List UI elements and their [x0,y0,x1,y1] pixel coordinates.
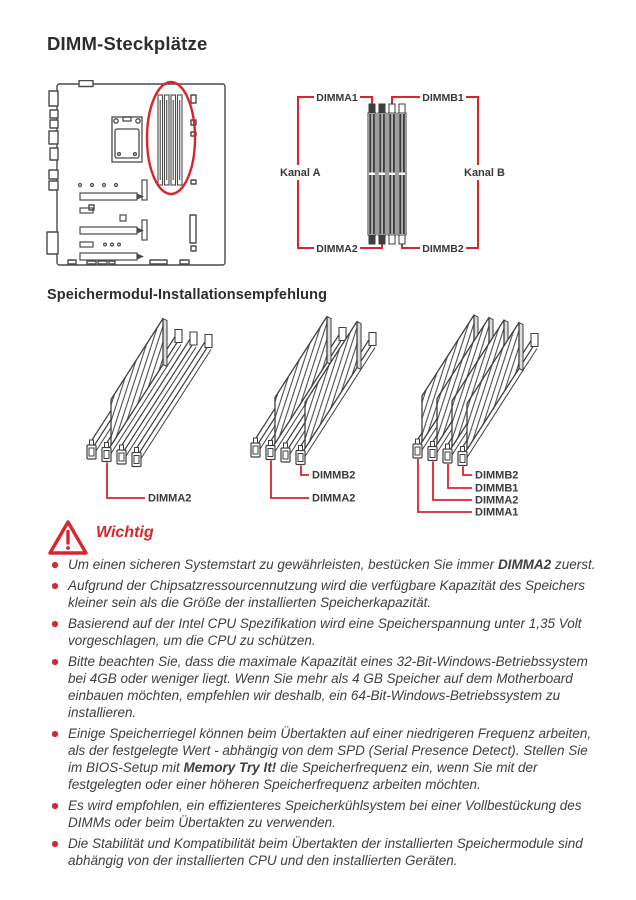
warning-bullet: Einige Speicherriegel können beim Überta… [47,725,599,793]
warning-bullet: Bitte beachten Sie, dass die maximale Ka… [47,653,599,721]
bullet-text: zuerst. [551,557,596,572]
dimm-highlight-ellipse [145,80,197,196]
dimm-slot-map: DIMMA1 DIMMB1 Kanal A Kanal B DIMMA2 DIM… [278,90,508,255]
label-dimma2: DIMMA2 [316,243,358,255]
warning-title: Wichtig [96,524,154,541]
install-diagram-1: DIMMA2 [86,317,213,505]
dimm-label: DIMMA2 [312,493,355,505]
warning-bullet: Basierend auf der Intel CPU Spezifikatio… [47,615,599,649]
dimm-slot-graphics [367,103,407,245]
bullet-text: Aufgrund der Chipsatzressourcennutzung w… [68,578,586,610]
warning-icon [48,520,88,555]
bullet-text-bold: DIMMA2 [497,557,552,572]
bullet-text: Es wird empfohlen, ein effizienteres Spe… [68,798,582,830]
warning-bullet: Um einen sicheren Systemstart zu gewährl… [47,556,599,573]
board-outline [46,80,226,266]
bullet-text-bold: Memory Try It! [183,760,277,775]
install-diagrams: DIMMA2DIMMB2DIMMA2DIMMB2DIMMB1DIMMA2DIMM… [86,314,539,519]
label-kanal-a: Kanal A [280,167,321,179]
section-title: Speichermodul-Installationsempfehlung [47,287,328,303]
bullet-text: Einige Speicherriegel können beim Überta… [68,726,592,775]
warning-bullet: Aufgrund der Chipsatzressourcennutzung w… [47,577,599,611]
dimm-label: DIMMA1 [475,507,518,519]
page-title: DIMM-Steckplätze [47,33,208,54]
warning-bullet: Die Stabilität und Kompatibilität beim Ü… [47,835,599,869]
dimm-map-labels: DIMMA1 DIMMB1 Kanal A Kanal B DIMMA2 DIM… [278,90,508,255]
bullet-text: Um einen sicheren Systemstart zu gewährl… [68,557,498,572]
dimm-label: DIMMB1 [475,483,518,495]
bullet-text: Die Stabilität und Kompatibilität beim Ü… [68,836,583,868]
bullet-text: Bitte beachten Sie, dass die maximale Ka… [68,654,588,720]
warning-list: Um einen sicheren Systemstart zu gewährl… [47,556,599,873]
label-dimmb2: DIMMB2 [422,243,464,255]
expansion-slots [77,179,148,261]
label-kanal-b: Kanal B [464,167,505,179]
label-dimmb1: DIMMB1 [422,92,464,104]
motherboard-diagram [46,80,226,266]
bullet-text: Basierend auf der Intel CPU Spezifikatio… [68,616,582,648]
dimm-label: DIMMA2 [475,495,518,507]
label-dimma1: DIMMA1 [316,92,358,104]
dimm-slots-area [157,94,183,186]
dimm-label: DIMMB2 [475,470,518,482]
cpu-socket [111,116,143,163]
dimm-label: DIMMB2 [312,470,355,482]
bullet-text: die Speicherfrequenz ein, wenn Sie mit d… [68,760,538,792]
warning-bullet: Es wird empfohlen, ein effizienteres Spe… [47,797,599,831]
dimm-label: DIMMA2 [148,493,191,505]
